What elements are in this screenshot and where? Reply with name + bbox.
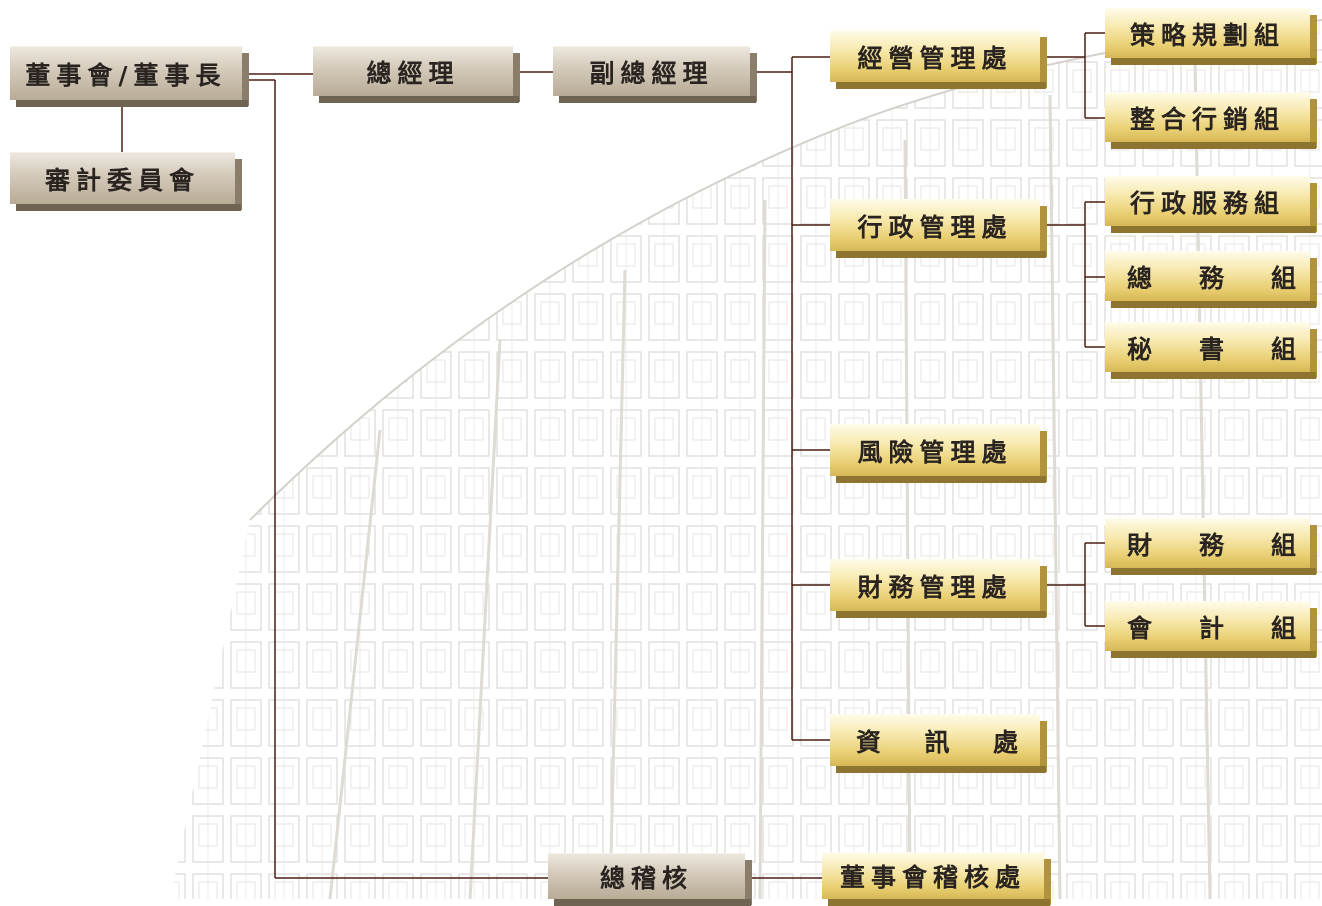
- admin-service-group-node: 行政服務組: [1105, 176, 1317, 232]
- char-2: 訊: [924, 727, 950, 757]
- general-affairs-group-node: 總 務 組: [1105, 251, 1317, 307]
- finance-group-node: 財 務 組: [1105, 518, 1317, 574]
- char-2: 計: [1198, 613, 1224, 643]
- business-management-node: 經營管理處: [830, 30, 1047, 88]
- information-department-node: 資 訊 處: [830, 714, 1047, 772]
- char-2: 書: [1198, 334, 1224, 364]
- char-1: 秘: [1127, 334, 1153, 364]
- accounting-group-node: 會 計 組: [1105, 601, 1317, 657]
- chief-auditor-node: 總稽核: [548, 853, 752, 905]
- strategy-planning-group-node: 策略規劃組: [1105, 8, 1317, 64]
- char-1: 資: [856, 727, 882, 757]
- char-1: 會: [1127, 613, 1153, 643]
- char-3: 組: [1270, 334, 1296, 364]
- finance-management-node: 財務管理處: [830, 559, 1047, 617]
- integrated-marketing-group-node: 整合行銷組: [1105, 92, 1317, 148]
- board-chairman-node: 董事會/董事長: [10, 46, 249, 106]
- char-3: 組: [1270, 263, 1296, 293]
- audit-committee-node: 審計委員會: [10, 152, 242, 210]
- char-3: 處: [992, 727, 1018, 757]
- char-3: 組: [1270, 530, 1296, 560]
- deputy-general-manager-node: 副總經理: [553, 46, 757, 102]
- administration-management-node: 行政管理處: [830, 199, 1047, 257]
- char-2: 務: [1198, 263, 1224, 293]
- char-1: 財: [1127, 530, 1153, 560]
- char-3: 組: [1270, 613, 1296, 643]
- char-1: 總: [1127, 263, 1153, 293]
- risk-management-node: 風險管理處: [830, 424, 1047, 482]
- secretary-group-node: 秘 書 組: [1105, 322, 1317, 378]
- char-2: 務: [1198, 530, 1224, 560]
- general-manager-node: 總經理: [313, 46, 520, 102]
- board-audit-office-node: 董事會稽核處: [822, 852, 1051, 905]
